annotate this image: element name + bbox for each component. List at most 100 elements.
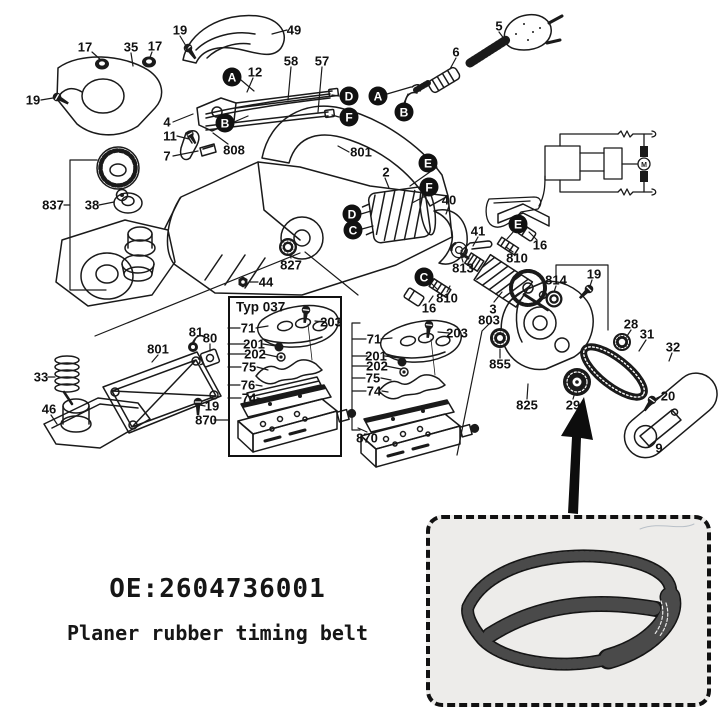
part-label-810b: 810 bbox=[436, 290, 458, 306]
part-label-19c: 19 bbox=[586, 266, 602, 282]
part-label-4: 4 bbox=[163, 114, 171, 130]
part-label-76: 76 bbox=[240, 377, 256, 393]
part-label-16b: 16 bbox=[421, 300, 437, 316]
typ037-box bbox=[228, 296, 342, 457]
cord-grommet-6 bbox=[427, 66, 461, 94]
part-label-44: 44 bbox=[258, 274, 274, 290]
part-label-17a: 17 bbox=[77, 39, 93, 55]
top-cover-49 bbox=[182, 14, 286, 64]
part-label-810a: 810 bbox=[506, 250, 528, 266]
part-label-11: 11 bbox=[163, 128, 177, 144]
part-label-31: 31 bbox=[639, 326, 655, 342]
belt-cover-32 bbox=[623, 372, 718, 459]
part-label-81: 81 bbox=[188, 324, 204, 340]
part-label-870a: 870 bbox=[195, 412, 217, 428]
part-label-71a: 71 bbox=[240, 320, 256, 336]
part-label-9: 9 bbox=[655, 440, 663, 456]
belt-pointer-arrow bbox=[561, 397, 593, 514]
wiring-schematic: M bbox=[485, 130, 657, 228]
oe-number-text: OE:2604736001 bbox=[109, 574, 326, 604]
part-label-35: 35 bbox=[123, 39, 139, 55]
front-plate-35 bbox=[50, 41, 200, 136]
callout-e2: E bbox=[508, 214, 528, 234]
belt-marking-text bbox=[653, 600, 669, 638]
part-label-71b: 71 bbox=[366, 331, 382, 347]
typ037-box-title: Typ 037 bbox=[236, 299, 286, 315]
part-label-814: 814 bbox=[545, 272, 567, 288]
part-label-202b: 202 bbox=[366, 358, 388, 374]
knob-assembly-837 bbox=[96, 146, 156, 282]
brush-holder-upper bbox=[496, 203, 550, 256]
power-cord-5 bbox=[404, 13, 564, 104]
part-label-202a: 202 bbox=[244, 346, 266, 362]
part-label-7: 7 bbox=[163, 148, 171, 164]
part-label-19b: 19 bbox=[25, 92, 41, 108]
part-label-203a: 203 bbox=[320, 314, 342, 330]
part-label-203b: 203 bbox=[446, 325, 468, 341]
bearing-827 bbox=[238, 238, 297, 288]
part-label-801a: 801 bbox=[350, 144, 372, 160]
part-label-17b: 17 bbox=[147, 38, 163, 54]
callout-a1: A bbox=[222, 67, 242, 87]
callout-f2: F bbox=[419, 177, 439, 197]
part-label-870b: 870 bbox=[356, 430, 378, 446]
leader-lines bbox=[40, 29, 673, 456]
part-label-6: 6 bbox=[452, 44, 460, 60]
callout-e1: E bbox=[418, 153, 438, 173]
part-label-801b: 801 bbox=[147, 341, 169, 357]
part-label-80: 80 bbox=[202, 330, 218, 346]
callout-a2: A bbox=[368, 86, 388, 106]
part-label-41: 41 bbox=[470, 223, 486, 239]
timing-belt-photo bbox=[461, 523, 695, 671]
part-label-5: 5 bbox=[495, 18, 503, 34]
part-label-46: 46 bbox=[41, 401, 57, 417]
part-label-16a: 16 bbox=[532, 237, 548, 253]
callout-d1: D bbox=[339, 86, 359, 106]
callout-f1: F bbox=[339, 107, 359, 127]
part-label-19a: 19 bbox=[172, 22, 188, 38]
product-name-text: Planer rubber timing belt bbox=[66, 621, 369, 645]
part-label-33: 33 bbox=[33, 369, 49, 385]
part-label-75b: 75 bbox=[365, 370, 381, 386]
part-label-29: 29 bbox=[565, 397, 581, 413]
callout-d2: D bbox=[342, 204, 362, 224]
part-label-837: 837 bbox=[42, 197, 64, 213]
part-label-40: 40 bbox=[441, 192, 457, 208]
callout-b2: B bbox=[394, 102, 414, 122]
part-label-813: 813 bbox=[452, 260, 474, 276]
base-plate-group bbox=[43, 334, 222, 449]
fan-guard-40 bbox=[433, 209, 493, 265]
armature-3-803 bbox=[450, 241, 596, 312]
part-label-825: 825 bbox=[516, 397, 538, 413]
part-label-855: 855 bbox=[489, 356, 511, 372]
part-label-827: 827 bbox=[280, 257, 302, 273]
part-label-38: 38 bbox=[84, 197, 100, 213]
main-housing-801 bbox=[55, 105, 453, 307]
part-label-803: 803 bbox=[478, 312, 500, 328]
label-plate-9 bbox=[639, 409, 682, 447]
timing-belt-31 bbox=[580, 343, 648, 401]
part-label-3: 3 bbox=[489, 301, 497, 317]
callout-b1: B bbox=[215, 113, 235, 133]
part-label-12: 12 bbox=[247, 64, 263, 80]
part-label-74a: 74 bbox=[241, 390, 257, 406]
part-label-201a: 201 bbox=[243, 336, 265, 352]
part-label-74b: 74 bbox=[366, 383, 382, 399]
callout-c2: C bbox=[414, 267, 434, 287]
callout-c1: C bbox=[343, 220, 363, 240]
part-label-20: 20 bbox=[660, 388, 676, 404]
part-label-32: 32 bbox=[665, 339, 681, 355]
part-label-201b: 201 bbox=[365, 348, 387, 364]
part-label-49: 49 bbox=[286, 22, 302, 38]
part-label-58: 58 bbox=[283, 53, 299, 69]
timing-belt-photo-inset bbox=[426, 515, 711, 707]
blade-drum-typ037 bbox=[238, 305, 357, 452]
part-label-19d: 19 bbox=[204, 398, 220, 414]
part-label-2: 2 bbox=[382, 164, 390, 180]
adjuster-rod-group bbox=[179, 87, 340, 161]
part-label-57: 57 bbox=[314, 53, 330, 69]
motor-symbol: M bbox=[641, 162, 647, 169]
part-label-75a: 75 bbox=[241, 359, 257, 375]
part-label-808: 808 bbox=[223, 142, 245, 158]
